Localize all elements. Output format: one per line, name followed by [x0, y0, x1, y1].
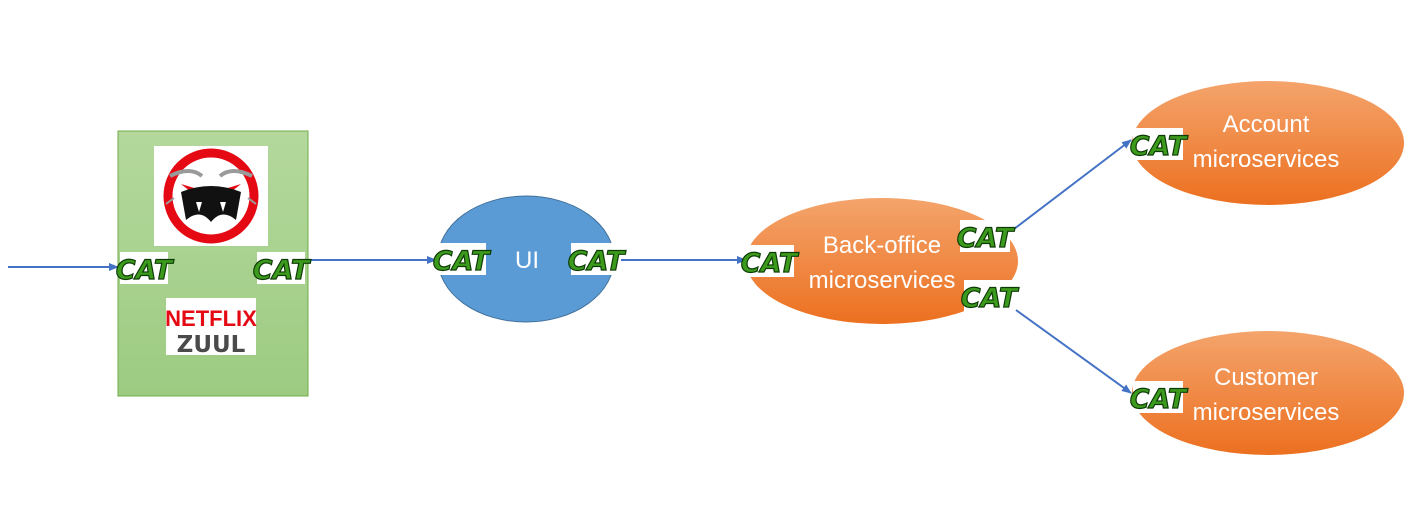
zuul-monster-icon — [154, 146, 268, 246]
cat-label: CAT — [741, 248, 800, 279]
account-node: Account microservices CAT — [1129, 81, 1404, 205]
netflix-logo-text: NETFLIX — [165, 306, 257, 331]
backoffice-label-line2: microservices — [809, 267, 956, 294]
backoffice-to-account-arrow — [1013, 139, 1132, 230]
cat-label: CAT — [433, 246, 492, 277]
ui-cat-out-badge: CAT — [567, 243, 627, 278]
cat-label: CAT — [1130, 384, 1189, 415]
account-cat-in-badge: CAT — [1129, 128, 1189, 163]
cat-label: CAT — [1130, 131, 1189, 162]
cat-label: CAT — [961, 283, 1020, 314]
account-label-line2: microservices — [1193, 146, 1340, 173]
cat-label: CAT — [568, 246, 627, 277]
backoffice-to-customer-arrow — [1015, 309, 1132, 394]
backoffice-cat-out-top-badge: CAT — [956, 220, 1016, 255]
backoffice-label-line1: Back-office — [823, 232, 941, 259]
ui-cat-in-badge: CAT — [432, 243, 492, 278]
backoffice-cat-out-bottom-badge: CAT — [960, 280, 1020, 315]
backoffice-node: Back-office microservices CAT CAT CAT — [740, 198, 1020, 324]
cat-label: CAT — [116, 255, 175, 286]
cat-label: CAT — [253, 255, 312, 286]
customer-label-line1: Customer — [1214, 364, 1318, 391]
gateway-node: NETFLIX ZUUL CAT CAT — [115, 130, 312, 397]
ui-label: UI — [515, 247, 539, 274]
backoffice-cat-in-badge: CAT — [740, 245, 800, 280]
gateway-cat-out-badge: CAT — [252, 252, 312, 287]
customer-label-line2: microservices — [1193, 399, 1340, 426]
account-ellipse — [1132, 81, 1404, 205]
account-label-line1: Account — [1223, 111, 1310, 138]
backoffice-ellipse — [746, 198, 1018, 324]
customer-cat-in-badge: CAT — [1129, 381, 1189, 416]
customer-ellipse — [1132, 331, 1404, 455]
netflix-zuul-logo: NETFLIX ZUUL — [165, 298, 257, 358]
zuul-logo-text: ZUUL — [177, 332, 246, 358]
gateway-cat-in-badge: CAT — [115, 252, 175, 287]
cat-label: CAT — [957, 223, 1016, 254]
customer-node: Customer microservices CAT — [1129, 331, 1404, 455]
connectors — [8, 139, 1132, 394]
ui-node: UI CAT CAT — [432, 195, 627, 323]
